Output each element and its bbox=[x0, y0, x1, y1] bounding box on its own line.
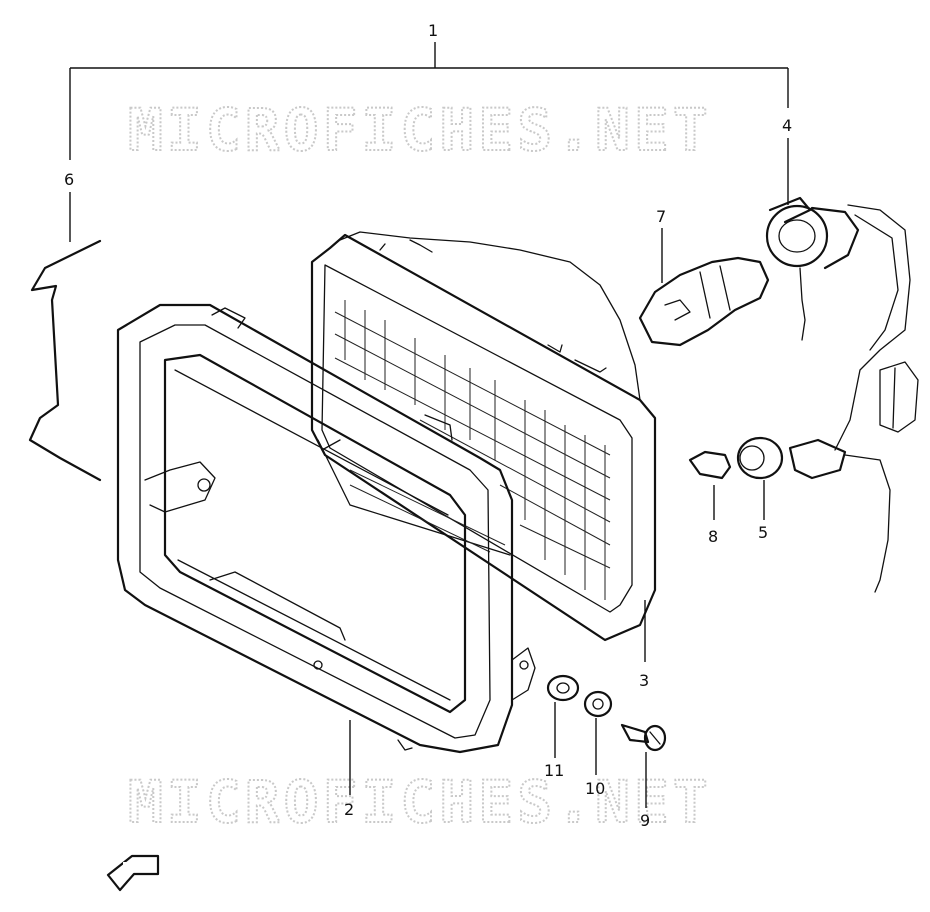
callout-3: 3 bbox=[639, 671, 649, 690]
lens-grid bbox=[334, 300, 611, 600]
small-bulb-part bbox=[688, 450, 732, 520]
callout-4: 4 bbox=[782, 116, 792, 135]
fwd-label: FWD bbox=[122, 860, 151, 873]
wire-spring-part bbox=[28, 192, 102, 482]
screw-part bbox=[620, 723, 667, 808]
callout-8: 8 bbox=[708, 527, 718, 546]
callout-9: 9 bbox=[640, 811, 650, 830]
callout-5: 5 bbox=[758, 523, 768, 542]
watermark-bottom: MICROFICHES.NET bbox=[128, 768, 712, 836]
callout-6: 6 bbox=[64, 170, 74, 189]
callout-2: 2 bbox=[344, 800, 354, 819]
callout-10: 10 bbox=[585, 779, 605, 798]
grommet-part bbox=[736, 436, 891, 593]
socket-part bbox=[765, 138, 919, 451]
callout-11: 11 bbox=[544, 761, 564, 780]
headlamp-rim-part bbox=[116, 303, 536, 795]
callout-1-bracket bbox=[69, 42, 789, 160]
headlamp-unit-part bbox=[310, 231, 657, 662]
bulb-part bbox=[638, 228, 770, 347]
callout-7: 7 bbox=[656, 207, 666, 226]
callout-1: 1 bbox=[428, 21, 438, 40]
fwd-arrow: FWD bbox=[106, 854, 160, 892]
lock-washer-part bbox=[583, 690, 613, 775]
watermark-top: MICROFICHES.NET bbox=[128, 96, 712, 164]
washer-part bbox=[546, 674, 580, 758]
